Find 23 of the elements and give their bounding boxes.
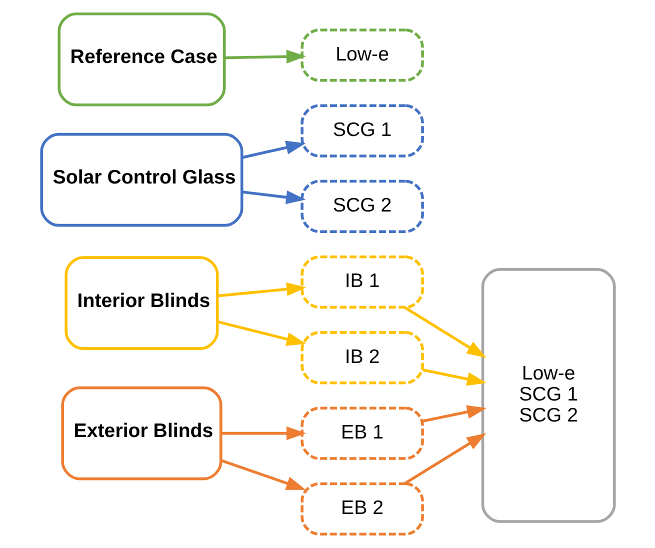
arrow [216, 282, 306, 298]
node-box: IB 2 [300, 331, 424, 384]
node-box: SCG 2 [300, 180, 424, 234]
node-box: Interior Blinds [64, 256, 218, 350]
arrow [224, 50, 306, 64]
arrow [404, 306, 486, 358]
node-box: SCG 1 [300, 104, 424, 158]
arrow [242, 140, 306, 159]
node-box: EB 1 [300, 406, 424, 460]
node-box: EB 2 [300, 482, 424, 536]
arrow [242, 190, 306, 204]
arrow [220, 426, 306, 440]
arrow [216, 320, 306, 346]
node-box: Reference Case [57, 12, 226, 106]
node-box: Exterior Blinds [60, 386, 222, 480]
node-box: Low-e [300, 28, 424, 82]
node-box: IB 1 [300, 255, 424, 309]
arrow [422, 405, 486, 422]
node-box: Solar Control Glass [40, 132, 243, 227]
arrow [404, 433, 486, 485]
node-box: Low-e SCG 1 SCG 2 [480, 268, 616, 523]
arrow [422, 368, 486, 386]
arrow [220, 459, 306, 490]
